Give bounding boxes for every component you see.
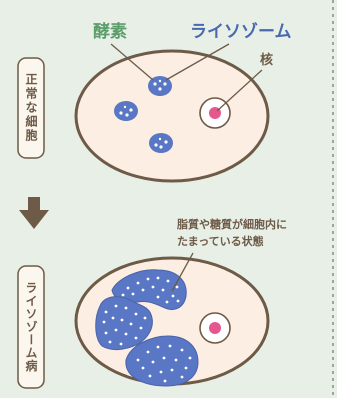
note-line-1: 脂質や糖質が細胞内に: [176, 217, 287, 231]
lysosome-bottom: [149, 133, 173, 153]
enzyme-label: 酵素: [93, 21, 127, 42]
lysosome-leader-line: [165, 43, 230, 81]
nucleus-leader-line: [216, 69, 263, 112]
disease-tag: ライソゾーム病: [17, 265, 45, 389]
accumulated-material-dots: [102, 276, 192, 383]
note-line-2: たまっている状態: [177, 234, 264, 248]
disease-tag-label: ライソゾーム病: [24, 281, 38, 372]
disease-nucleus: [199, 312, 231, 344]
down-arrow-icon: [19, 197, 49, 229]
lysosome-top: [148, 76, 172, 96]
nucleus-label: 核: [260, 52, 273, 68]
swollen-lysosome-bottom: [125, 335, 199, 387]
disease-cell-group: 脂質や糖質が細胞内に たまっている状態: [74, 217, 287, 387]
swollen-lysosome-left: [95, 296, 153, 351]
normal-cell-tag: 正常な細胞: [17, 57, 45, 159]
lysosome-left: [114, 101, 138, 121]
normal-cell-group: 酵素 ライソゾーム 核: [74, 21, 292, 183]
normal-cell-tag-label: 正常な細胞: [24, 73, 38, 143]
enzyme-leader-line: [110, 43, 154, 81]
lysosome-label: ライソゾーム: [190, 22, 292, 42]
normal-cell: [74, 49, 270, 183]
note-leader-line: [171, 252, 194, 292]
